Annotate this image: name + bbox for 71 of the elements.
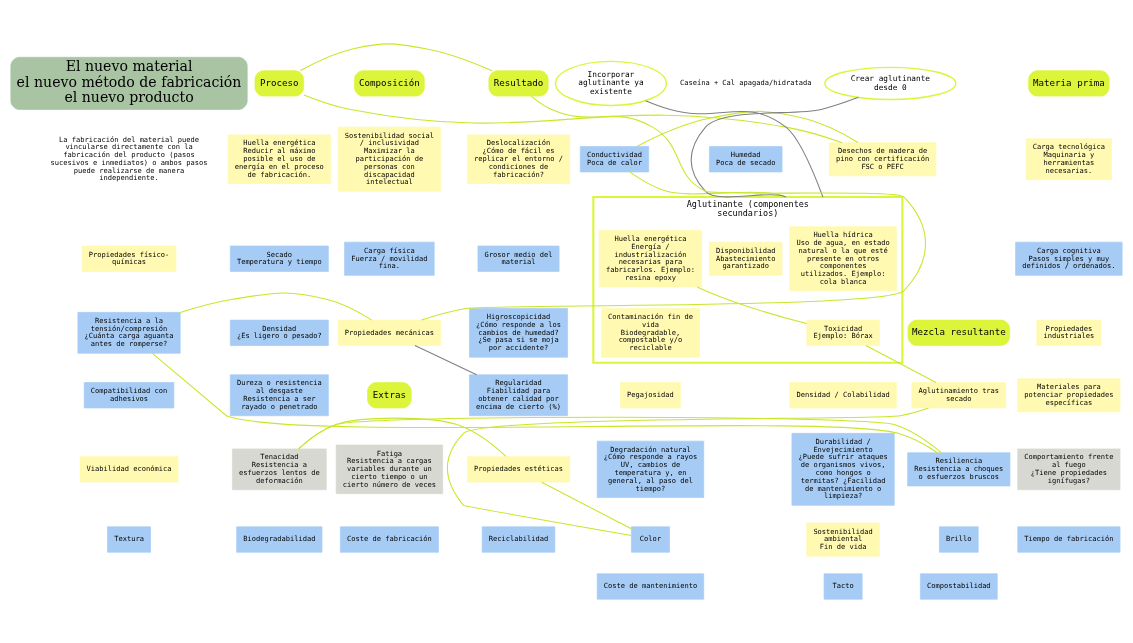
node-box: Deslocalización ¿Cómo de fácil es replicar el entorno / condiciones de fabricación? <box>467 134 571 184</box>
connector <box>636 110 859 148</box>
node-box: Propiedades industriales <box>1036 319 1102 346</box>
node-box: Resultado <box>488 70 549 97</box>
node-box: Resistencia a la tensión/compresión ¿Cuánta carga aguanta antes de romperse? <box>77 312 181 354</box>
node-box: Compostabilidad <box>920 573 998 600</box>
connector <box>541 481 632 530</box>
node-box: Biodegradabilidad <box>236 526 323 553</box>
node-box: Carga cognitiva Pasos simples y muy definidos / ordenados. <box>1015 241 1123 276</box>
node-box: Tacto <box>823 573 863 600</box>
connector <box>690 96 859 198</box>
node-box: Fatiga Resistencia a cargas variables durante un cierto tiempo o un cierto número de veces <box>335 444 444 495</box>
node-box: Carga física Fuerza / movilidad fina. <box>344 241 435 276</box>
connector <box>151 352 939 454</box>
node-box: Materia prima <box>1028 70 1110 97</box>
node-box: Huella hídrica Uso de agua, en estado natural o la que esté presente en otros componentes utilizados. Ejemplo: cola blanca <box>789 226 897 292</box>
node-box: Textura <box>107 526 151 553</box>
node-box: Disponibilidad Abastecimiento garantizado <box>709 241 783 276</box>
connector <box>414 345 478 376</box>
node-box: Secado Temperatura y tiempo <box>229 245 329 272</box>
node-box: Compatibilidad con adhesivos <box>83 382 175 409</box>
node-box: Contaminación fin de vida Biodegradable, compostable y/o reciclable <box>601 308 700 358</box>
node-box: Degradación natural ¿Cómo responde a rayos UV, cambios de temperatura y, en general, al paso del tiempo? <box>596 440 705 498</box>
node-box: Sostenibilidad ambiental Fin de vida <box>806 522 880 557</box>
connector <box>696 286 808 325</box>
node-box: Propiedades físico-químicas <box>81 245 177 272</box>
node-box: El nuevo material el nuevo método de fabricación el nuevo producto <box>10 56 248 110</box>
node-box: Durabilidad / Envejecimiento ¿Puede sufrir ataques de organismos vivos, como hongos o termitas? ¿Facilidad de mantenimiento o limpieza? <box>791 433 895 506</box>
node-box: Tiempo de fabricación <box>1017 526 1121 553</box>
label: La fabricación del material puede vincularse directamente con la fabricación del producto (pasos sucesivos e inmediatos) o ambos pasos puede realizarse de manera independiente. <box>50 134 208 183</box>
node-box: Tenacidad Resistencia a esfuerzos lentos de deformación <box>232 448 327 491</box>
node-box: Materiales para potenciar propiedades específicas <box>1017 378 1121 413</box>
node-box: Grosor medio del material <box>477 245 560 272</box>
node-box: Huella energética Reducir al máximo posible el uso de energía en el proceso de fabricación. <box>227 134 331 184</box>
node-box: Pegajosidad <box>620 382 681 409</box>
node-box: Comportamiento frente al fuego ¿Tiene propiedades ignífugas? <box>1017 448 1121 491</box>
node-box: Color <box>631 526 670 553</box>
connector <box>299 43 493 72</box>
connector <box>446 407 930 536</box>
connector <box>865 345 937 384</box>
label: Caseína + Cal apagada/hidratada <box>679 78 812 88</box>
node-box: Desechos de madera de pino con certificación FSC o PEFC <box>828 142 937 177</box>
node-box: Reciclabilidad <box>481 526 556 553</box>
node-box: Regularidad Fiabilidad para obtener calidad por encima de cierto (%) <box>469 374 568 417</box>
node-box: Composición <box>354 70 425 97</box>
node-box: Sostenibilidad social / inclusividad Maximizar la participación de personas con discapacidad intelectual <box>337 126 441 192</box>
connector <box>645 100 824 198</box>
node-box: Proceso <box>254 70 305 97</box>
node-box: Brillo <box>939 526 979 553</box>
node-box: Densidad / Colabilidad <box>789 382 897 409</box>
node-box: Propiedades estéticas <box>467 456 571 483</box>
node-box: Aglutinamiento tras secado <box>911 382 1007 409</box>
connector <box>421 95 927 321</box>
node-box: Propiedades mecánicas <box>337 319 441 346</box>
node-box: Densidad ¿Es ligero o pesado? <box>229 319 329 346</box>
node-box: Higroscopicidad ¿Cómo responde a los cambios de humedad? ¿Se pasa si se moja por accidente? <box>469 308 568 358</box>
node-box: Resiliencia Resistencia a choques o esfuerzos bruscos <box>907 452 1011 487</box>
node-box: Humedad Poca de secado <box>709 146 783 173</box>
connector <box>179 292 373 321</box>
node-box: Coste de mantenimiento <box>596 573 705 600</box>
connector <box>298 417 507 457</box>
node-box: Huella energética Energía / industrialización necesarias para fabricarlos. Ejemplo: resina epoxy <box>598 230 702 288</box>
node-box: Coste de fabricación <box>340 526 439 553</box>
node-box: Mezcla resultante <box>907 319 1010 346</box>
node-box: Conductividad Poca de calor <box>579 146 650 173</box>
node-box: Dureza o resistencia al desgaste Resistencia a ser rayado o penetrado <box>229 374 329 417</box>
connector <box>303 94 843 144</box>
node-box: Toxicidad Ejemplo: Bórax <box>806 319 880 346</box>
node-box: Extras <box>367 382 412 409</box>
node-box: Viabilidad económica <box>79 456 179 483</box>
node-box: Carga tecnológica Maquinaria y herramientas necesarias. <box>1025 138 1112 181</box>
